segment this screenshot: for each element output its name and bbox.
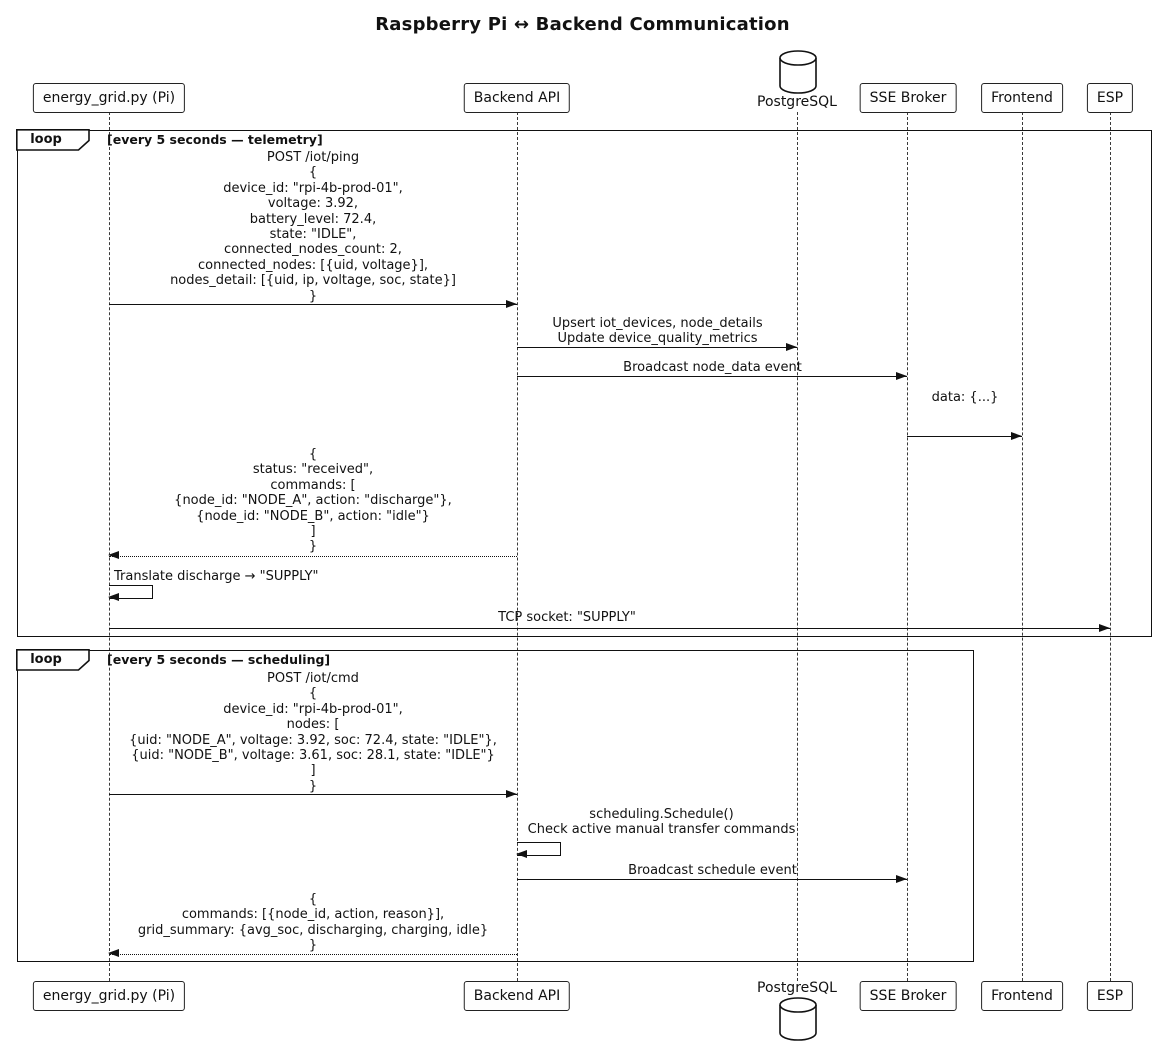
arrowhead-icon [108,551,119,559]
message-label: { status: "received", commands: [ {node_… [174,447,452,555]
message-arrow [907,436,1022,437]
loop-keyword: loop [30,652,62,667]
participant-pi-bottom: energy_grid.py (Pi) [32,981,186,1011]
arrowhead-icon [108,593,119,601]
message-label: TCP socket: "SUPPLY" [498,610,636,625]
diagram-title: Raspberry Pi ↔ Backend Communication [375,14,790,35]
participant-sse-bottom: SSE Broker [859,981,957,1011]
loop-condition: [every 5 seconds — telemetry] [107,132,323,147]
lifeline-pi [109,112,110,981]
loop-tag [16,129,91,151]
participant-backend-bottom: Backend API [463,981,571,1011]
database-icon [778,997,818,1041]
message-label: Upsert iot_devices, node_details Update … [552,316,763,347]
database-icon [778,50,818,94]
message-label: POST /iot/cmd { device_id: "rpi-4b-prod-… [129,671,497,794]
message-arrow [109,304,517,305]
lifeline-frontend [1022,112,1023,981]
message-return-arrow [109,556,517,557]
arrowhead-icon [896,875,907,883]
message-return-arrow [109,954,517,955]
message-arrow [517,879,907,880]
self-message-arrow [109,585,153,599]
participant-pi-top: energy_grid.py (Pi) [32,83,186,113]
lifeline-postgres [797,112,798,981]
participant-sse-top: SSE Broker [859,83,957,113]
participant-frontend-top: Frontend [981,83,1063,113]
loop-condition: [every 5 seconds — scheduling] [107,652,331,667]
loop-frame-scheduling [17,650,974,962]
message-arrow [109,794,517,795]
lifeline-backend [517,112,518,981]
arrowhead-icon [506,300,517,308]
participant-frontend-bottom: Frontend [981,981,1063,1011]
loop-keyword: loop [30,132,62,147]
lifeline-esp [1110,112,1111,981]
self-message-arrow [517,842,561,856]
message-label: POST /iot/ping { device_id: "rpi-4b-prod… [170,150,456,304]
arrowhead-icon [1099,624,1110,632]
arrowhead-icon [1011,432,1022,440]
message-label: Broadcast node_data event [623,360,802,375]
arrowhead-icon [108,949,119,957]
participant-postgres-bottom: PostgreSQL [757,980,837,996]
lifeline-sse [907,112,908,981]
message-label: { commands: [{node_id, action, reason}],… [137,892,489,954]
message-label: Translate discharge → "SUPPLY" [114,569,319,584]
arrowhead-icon [786,343,797,351]
participant-backend-top: Backend API [463,83,571,113]
message-label: Broadcast schedule event [628,863,797,878]
message-label: data: {...} [931,390,999,405]
participant-postgres-top: PostgreSQL [757,94,837,110]
arrowhead-icon [896,372,907,380]
message-arrow [517,376,907,377]
loop-tag [16,649,91,671]
message-label: scheduling.Schedule() Check active manua… [527,807,796,838]
message-arrow [517,347,797,348]
arrowhead-icon [506,790,517,798]
participant-esp-bottom: ESP [1086,981,1134,1011]
message-arrow [109,628,1110,629]
participant-esp-top: ESP [1086,83,1134,113]
loop-frame-telemetry [17,130,1152,637]
arrowhead-icon [516,850,527,858]
